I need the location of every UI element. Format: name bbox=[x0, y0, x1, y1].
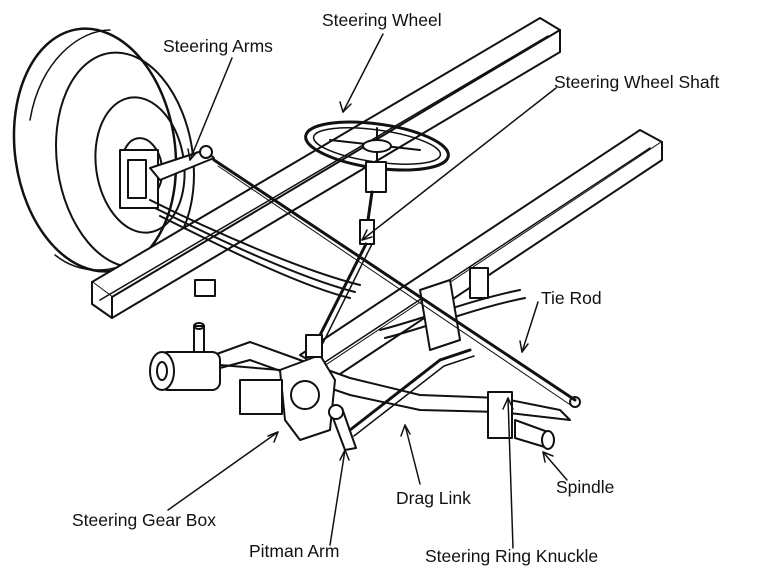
label-spindle: Spindle bbox=[556, 477, 615, 497]
steering-gear-box-shape bbox=[239, 354, 336, 441]
left-leaf-spring bbox=[149, 199, 361, 299]
pitman-arm-shape bbox=[328, 404, 357, 451]
label-drag-link: Drag Link bbox=[396, 488, 471, 508]
left-steering-arm bbox=[149, 145, 215, 181]
steering-damper bbox=[149, 322, 281, 391]
label-steering-arms: Steering Arms bbox=[163, 36, 273, 56]
label-steering-wheel: Steering Wheel bbox=[322, 10, 442, 30]
label-steering-ring-knuckle: Steering Ring Knuckle bbox=[425, 546, 599, 566]
right-leaf-spring bbox=[379, 267, 526, 351]
label-steering-gear-box: Steering Gear Box bbox=[72, 510, 216, 530]
drag-link-shape bbox=[348, 348, 475, 437]
label-steering-wheel-shaft: Steering Wheel Shaft bbox=[554, 72, 720, 92]
label-pitman-arm: Pitman Arm bbox=[249, 541, 340, 561]
leader-lines bbox=[167, 33, 568, 549]
label-tie-rod: Tie Rod bbox=[541, 288, 602, 308]
tie-rod bbox=[212, 158, 577, 407]
